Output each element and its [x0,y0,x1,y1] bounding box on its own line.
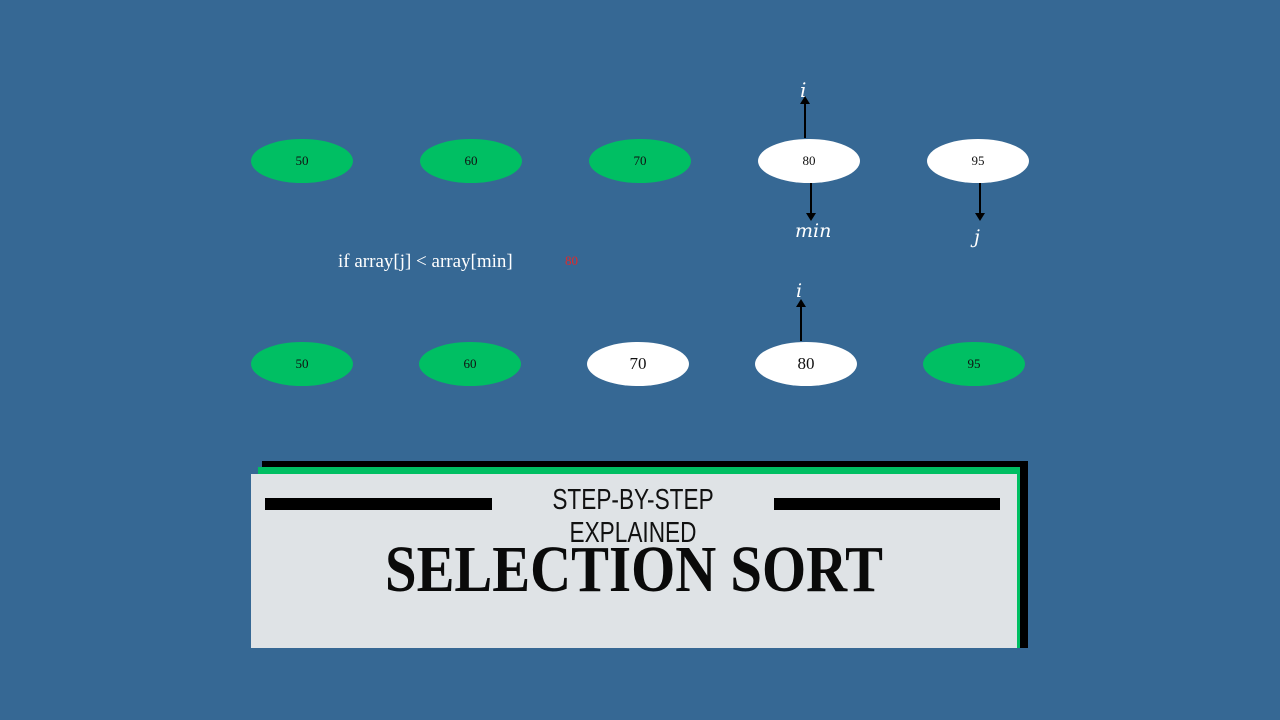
condition-value: 80 [565,253,578,268]
min-pointer-arrow [806,183,816,221]
array-node: 50 [251,342,353,386]
left-divider-bar [265,498,492,510]
array-node: 80 [758,139,860,183]
j-pointer-arrow [975,183,985,221]
array-node: 60 [420,139,522,183]
condition-text: if array[j] < array[min] [338,251,513,272]
array-node: 60 [419,342,521,386]
array-node: 80 [755,342,857,386]
array-node: 70 [587,342,689,386]
j-pointer-label: j [974,226,980,248]
right-divider-bar [774,498,1000,510]
array-node: 95 [923,342,1025,386]
array-node: 95 [927,139,1029,183]
i-pointer-arrow-row2 [796,299,806,341]
min-pointer-label: min [795,220,832,242]
card-title: SELECTION SORT [385,533,883,606]
array-node: 50 [251,139,353,183]
i-pointer-label-row2: i [796,280,803,302]
i-pointer-label: i [800,78,807,102]
card-subtitle: STEP-BY-STEP EXPLAINED [552,484,714,549]
array-node: 70 [589,139,691,183]
i-pointer-arrow [800,96,810,138]
